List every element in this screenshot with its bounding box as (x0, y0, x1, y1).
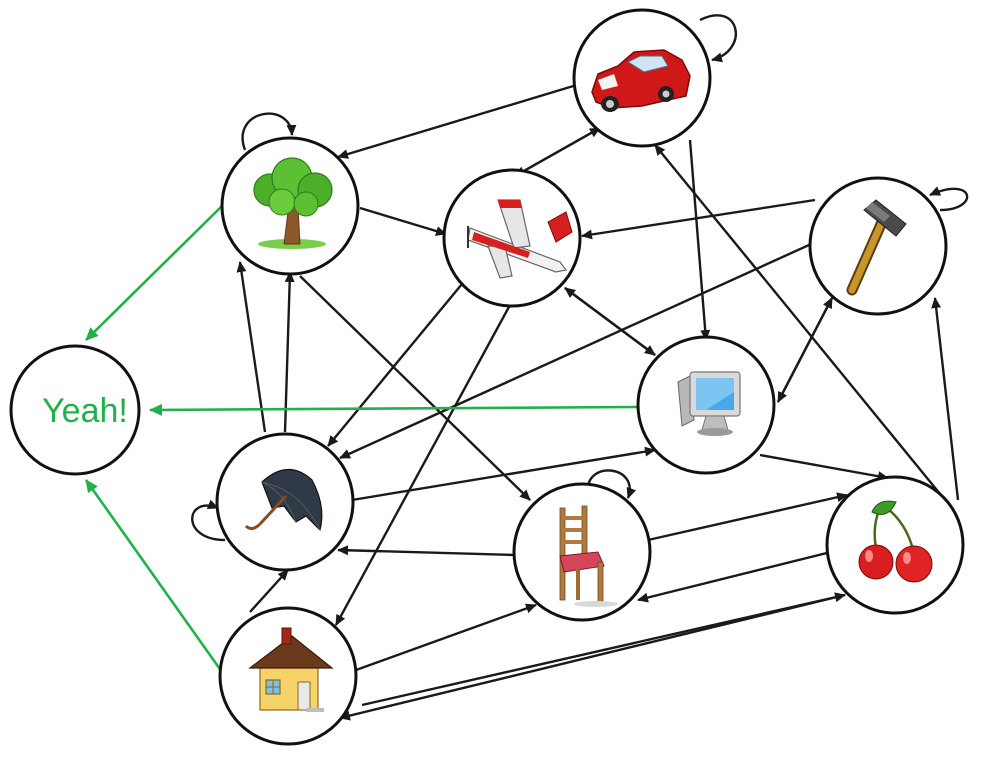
edge-house-to-umbrella (249, 569, 289, 613)
edge-chair-to-cherries (647, 492, 848, 542)
edge-hammer-to-computer (776, 297, 834, 403)
yeah-label: Yeah! (42, 392, 128, 430)
edge-cherries-to-hammer (931, 297, 960, 501)
self-loop-umbrella (191, 499, 226, 542)
edge-tree-to-yeah (85, 205, 223, 341)
edge-car-to-tree (337, 82, 581, 159)
edge-car-to-computer (688, 139, 711, 341)
edges-to-yeah (84, 205, 639, 673)
node-car (572, 8, 712, 148)
edge-house-to-yeah (84, 479, 224, 673)
edge-plane-to-house (334, 304, 512, 626)
edge-cherries-to-chair (637, 546, 848, 603)
car-icon (591, 49, 691, 112)
edge-cherries-to-house (339, 593, 846, 721)
house-icon (248, 627, 334, 712)
cherries-icon (858, 500, 933, 583)
edge-plane-to-car (514, 126, 601, 178)
node-hammer (808, 176, 948, 316)
computer-monitor-icon (677, 371, 741, 436)
airplane-icon (467, 199, 573, 279)
node-plane (442, 168, 582, 308)
edge-tree-to-plane (359, 206, 447, 236)
chair-icon (559, 505, 618, 607)
hammer-icon (846, 199, 907, 296)
edge-chair-to-umbrella (337, 545, 515, 557)
node-chair (512, 482, 652, 622)
edge-hammer-to-umbrella (339, 238, 821, 460)
umbrella-icon (244, 468, 323, 532)
self-loop-tree (241, 112, 297, 151)
edge-umbrella-to-tree-a (236, 261, 267, 433)
node-umbrella (215, 432, 355, 572)
edge-umbrella-to-computer (351, 446, 656, 502)
edge-house-to-chair (355, 603, 537, 672)
edge-plane-to-umbrella (327, 283, 463, 447)
edge-tree-to-chair (299, 275, 531, 501)
edge-hammer-to-plane (581, 198, 816, 240)
edge-cherries-to-car (654, 144, 946, 501)
edge-house-to-cherries (361, 592, 846, 707)
edge-computer-to-yeah (149, 403, 639, 416)
self-loop-car (699, 14, 737, 63)
node-computer (636, 335, 776, 475)
node-tree (220, 136, 360, 276)
self-loop-chair (586, 469, 637, 499)
edges (191, 14, 969, 721)
edge-umbrella-to-tree-b (283, 271, 295, 433)
node-yeah: Yeah! (9, 344, 141, 476)
tree-icon (253, 157, 333, 249)
edge-computer-to-cherries (759, 453, 889, 482)
self-loop-hammer (929, 186, 969, 212)
node-cherries (825, 475, 965, 615)
edge-computer-to-plane (564, 287, 656, 356)
node-house (218, 606, 358, 746)
